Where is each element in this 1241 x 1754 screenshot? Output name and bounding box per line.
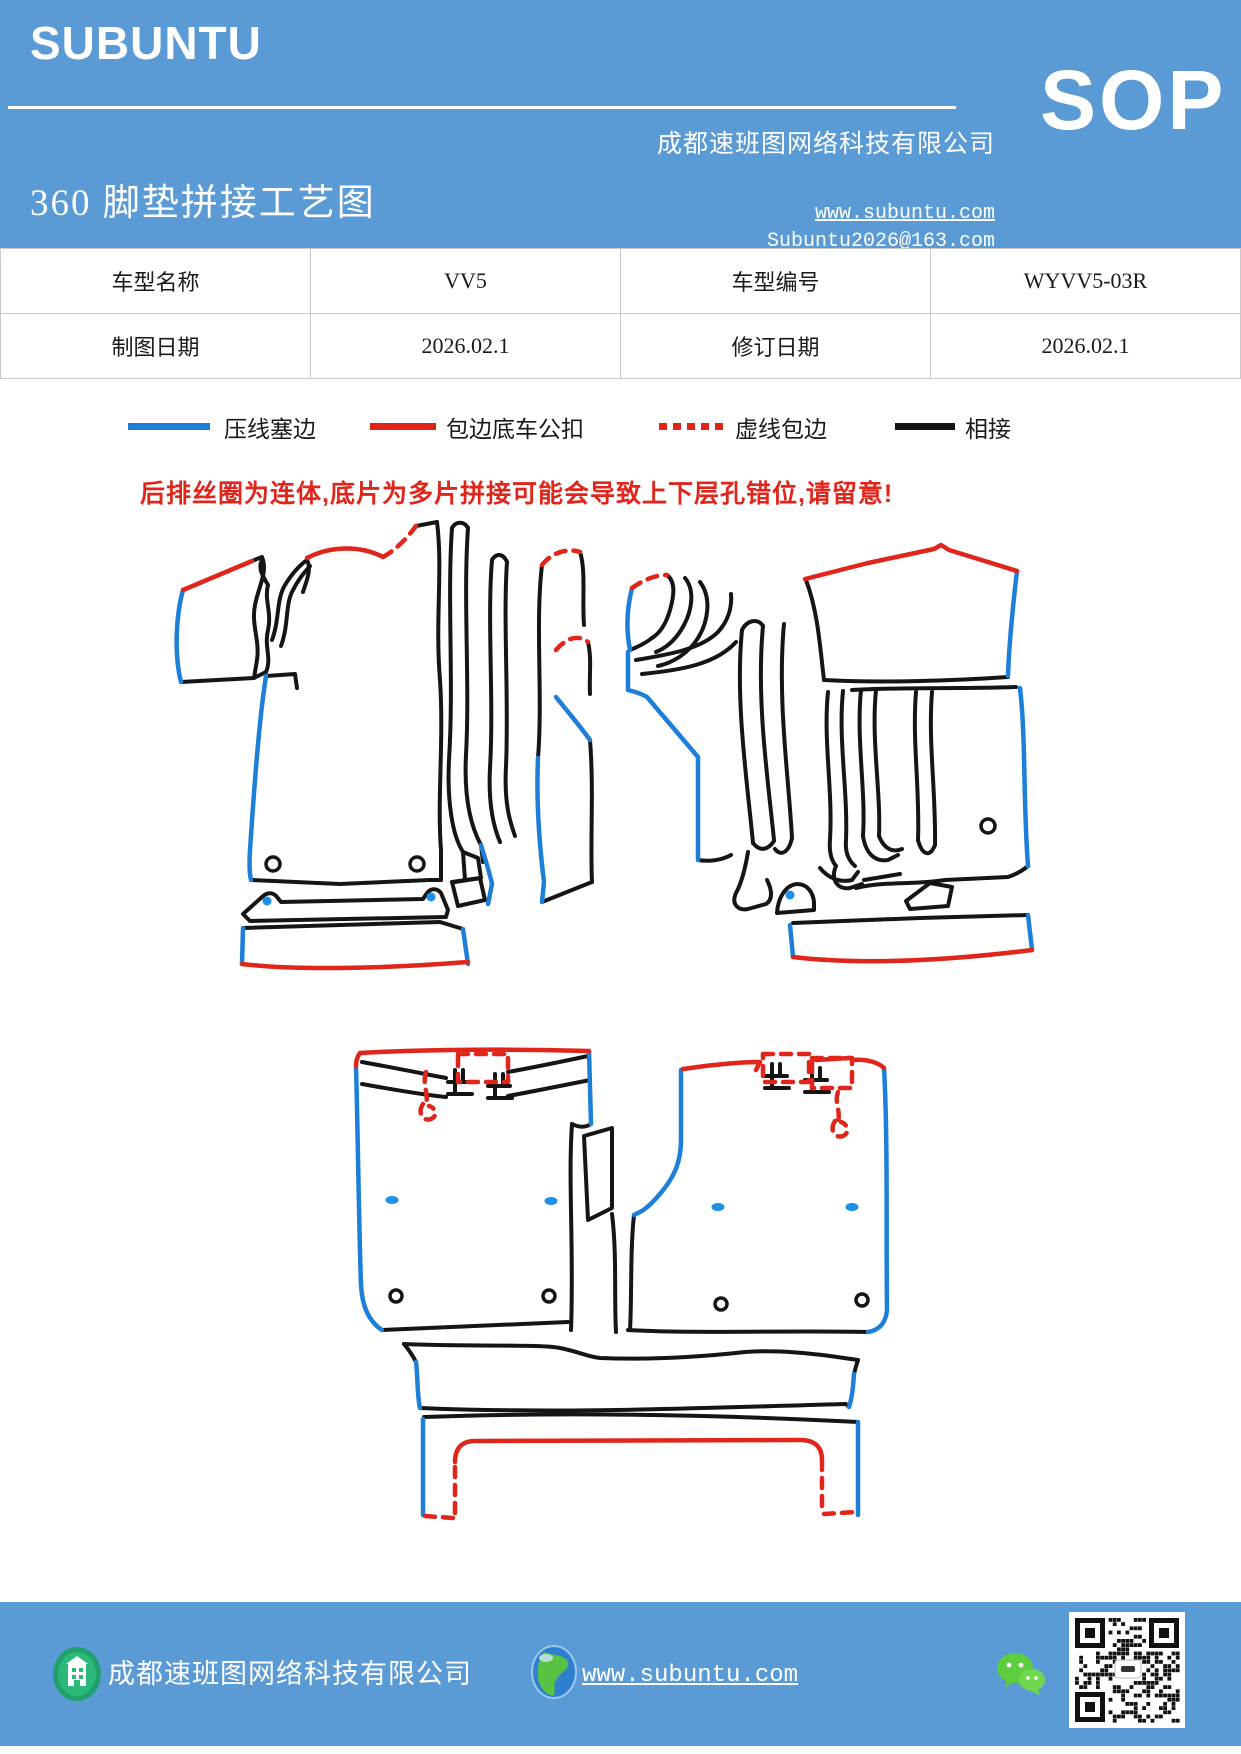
warning-note: 后排丝圈为连体,底片为多片拼接可能会导致上下层孔错位,请留意! (140, 480, 894, 508)
brand-logo: SUBUNTU (30, 17, 262, 69)
footer-banner: 成都速班图网络科技有限公司 www.subuntu.com (0, 1602, 1241, 1746)
legend-swatch-bind-edge (370, 423, 436, 430)
footer-company-name: 成都速班图网络科技有限公司 (108, 1659, 472, 1689)
model-code-label: 车型编号 (620, 248, 931, 314)
header-email: Subuntu2026@163.com (766, 230, 995, 253)
model-name-label: 车型名称 (0, 248, 311, 314)
globe-icon (531, 1645, 577, 1699)
table-row: 制图日期 2026.02.1 修订日期 2026.02.1 (0, 313, 1241, 379)
qr-code (1069, 1612, 1185, 1728)
header-banner: SUBUNTU 360 脚垫拼接工艺图 成都速班图网络科技有限公司 www.su… (0, 0, 1241, 253)
revise-date-label: 修订日期 (620, 313, 931, 379)
legend-swatch-press-edge (128, 423, 210, 430)
draw-date-value: 2026.02.1 (310, 313, 621, 379)
page-title: 360 脚垫拼接工艺图 (30, 183, 376, 224)
vehicle-info-table: 车型名称 VV5 车型编号 WYVV5-03R 制图日期 2026.02.1 修… (0, 248, 1241, 379)
rear-mat-drawing (353, 1047, 890, 1521)
header-divider (8, 106, 956, 109)
sop-badge: SOP (1040, 53, 1227, 147)
legend-label-dashed-bind: 虚线包边 (735, 417, 827, 442)
company-building-icon (53, 1647, 101, 1701)
header-company-name: 成都速班图网络科技有限公司 (656, 131, 995, 158)
front-right-mat-drawing (625, 542, 1035, 964)
revise-date-value: 2026.02.1 (930, 313, 1241, 379)
header-website-link[interactable]: www.subuntu.com (814, 202, 995, 225)
legend-label-bind-edge: 包边底车公扣 (446, 417, 584, 442)
legend-label-joint: 相接 (965, 417, 1011, 442)
legend-swatch-dashed-bind (659, 423, 723, 430)
wechat-icon (997, 1653, 1045, 1696)
mat-outline-svg (174, 520, 1035, 1521)
draw-date-label: 制图日期 (0, 313, 311, 379)
table-row: 车型名称 VV5 车型编号 WYVV5-03R (0, 248, 1241, 314)
mat-process-drawing (0, 470, 1241, 1560)
footer-website-link[interactable]: www.subuntu.com (582, 1662, 799, 1689)
legend-label-press-edge: 压线塞边 (224, 417, 316, 442)
model-code-value: WYVV5-03R (930, 248, 1241, 314)
legend-swatch-joint (895, 423, 955, 430)
front-left-mat-drawing (174, 520, 594, 971)
model-name-value: VV5 (310, 248, 621, 314)
